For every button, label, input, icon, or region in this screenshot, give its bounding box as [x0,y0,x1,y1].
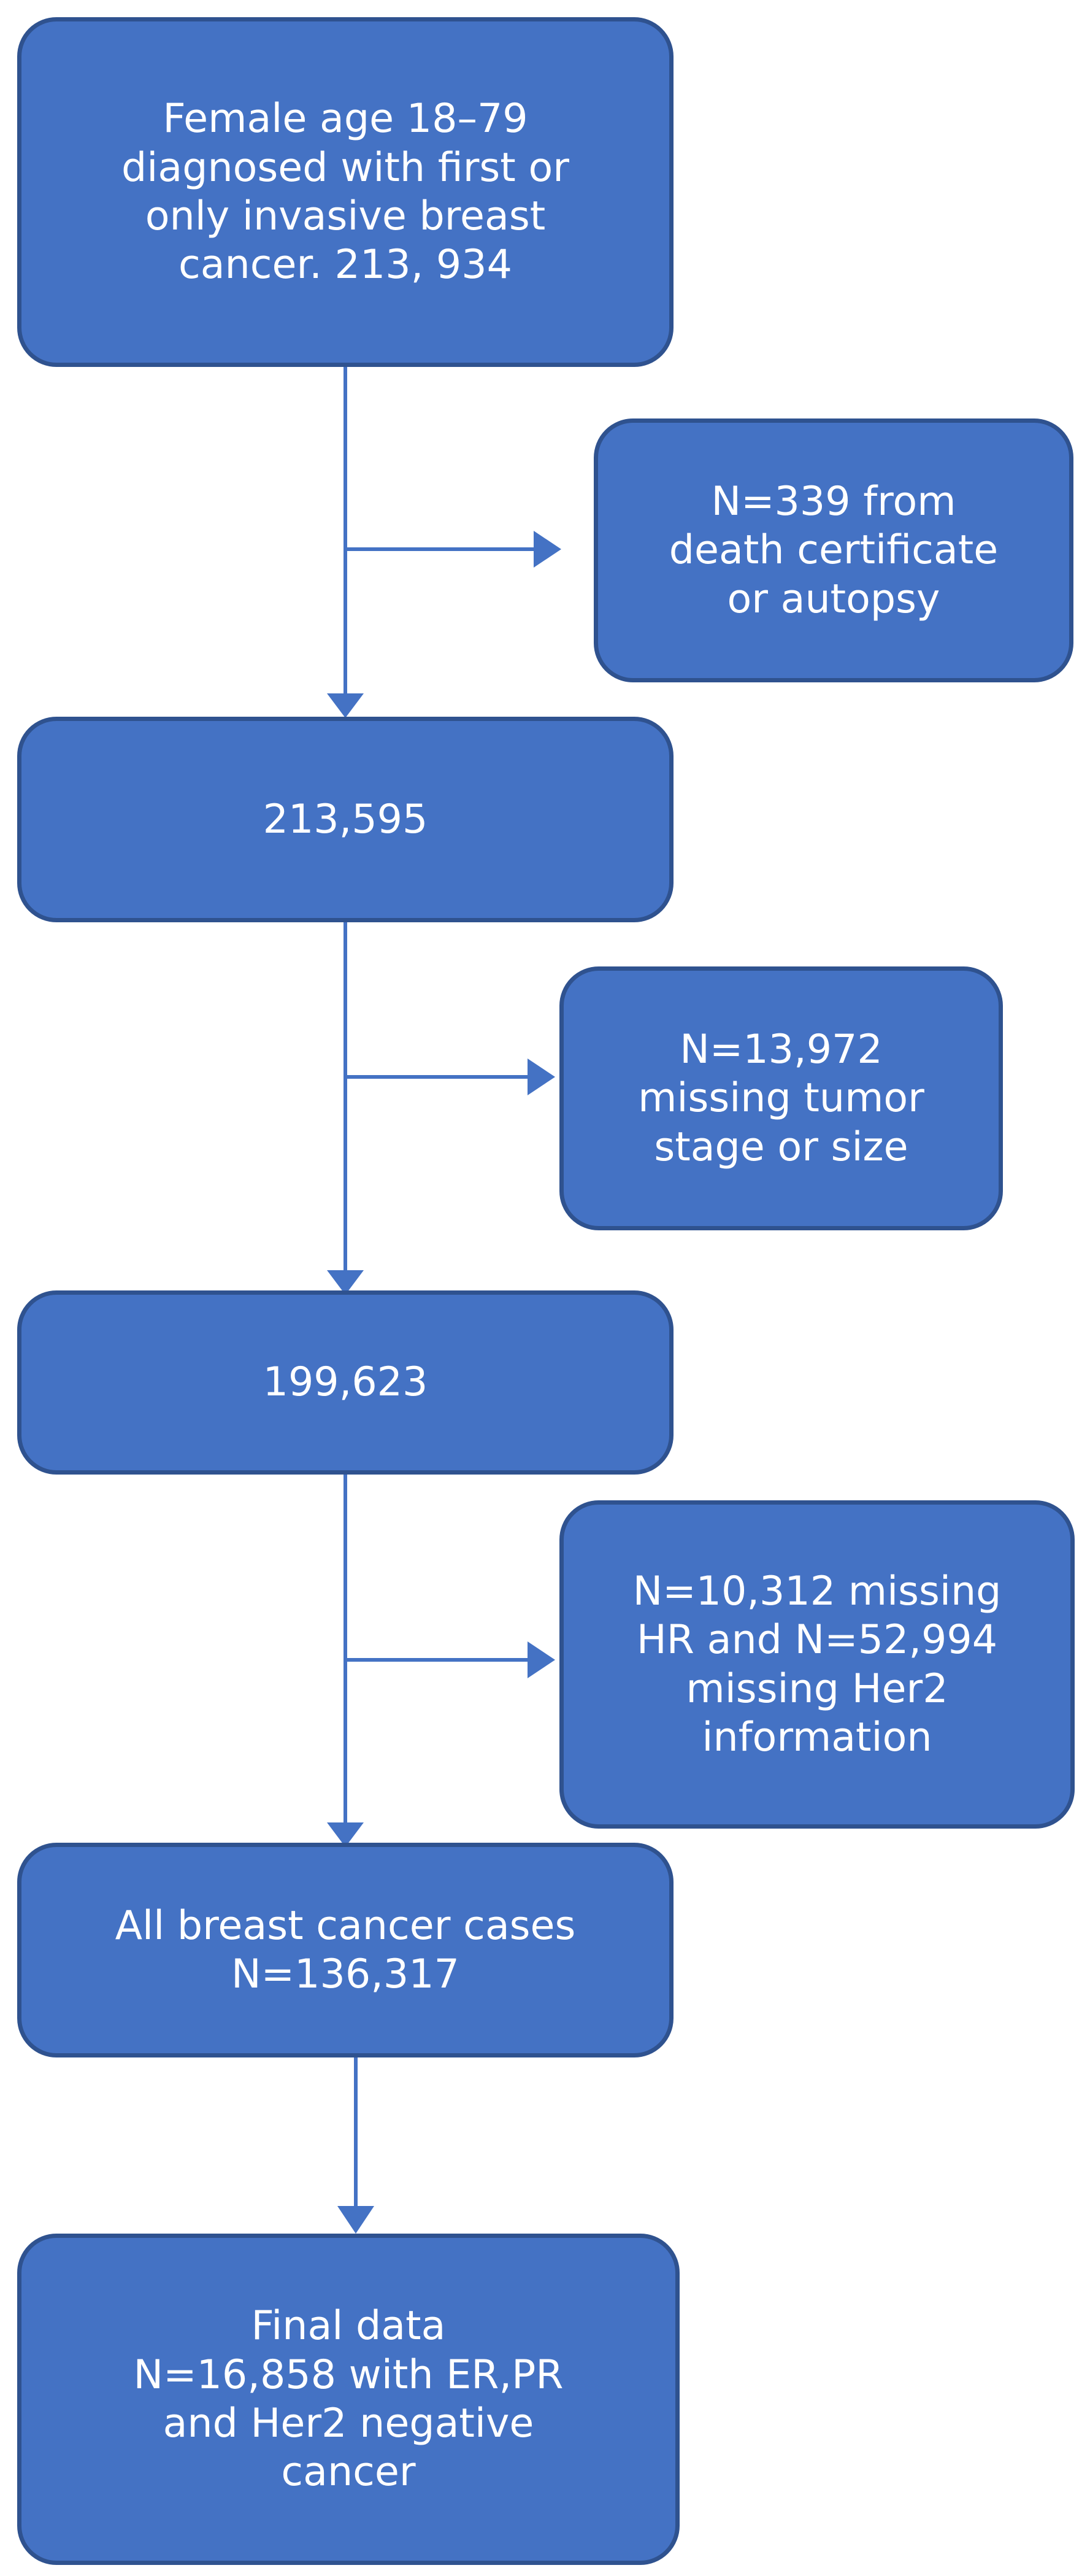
node-step2: 199,623 [17,1290,674,1475]
arrowhead-exclusion1 [534,531,561,568]
arrowhead-exclusion3 [528,1641,555,1678]
arrowhead-step3 [327,1822,364,1847]
node-exclusion2-label: N=13,972 missing tumor stage or size [638,1027,924,1170]
arrowhead-step1 [327,693,364,718]
node-start-label: Female age 18–79 diagnosed with first or… [121,96,569,288]
node-step3-label: All breast cancer cases N=136,317 [115,1902,576,1997]
node-exclusion1-label: N=339 from death certificate or autopsy [669,479,999,622]
arrowhead-exclusion2 [528,1059,555,1095]
node-step2-label: 199,623 [263,1359,428,1406]
arrowhead-step2 [327,1270,364,1295]
arrowhead-final [337,2206,374,2234]
node-final: Final data N=16,858 with ER,PR and Her2 … [17,2234,680,2565]
node-start: Female age 18–79 diagnosed with first or… [17,17,674,367]
node-exclusion3-label: N=10,312 missing HR and N=52,994 missing… [632,1568,1002,1760]
node-exclusion2: N=13,972 missing tumor stage or size [559,966,1003,1230]
node-exclusion1: N=339 from death certificate or autopsy [594,418,1073,682]
node-exclusion3: N=10,312 missing HR and N=52,994 missing… [559,1500,1075,1829]
node-step1-label: 213,595 [263,796,428,843]
node-step1: 213,595 [17,717,674,922]
node-step3: All breast cancer cases N=136,317 [17,1843,674,2057]
node-final-label: Final data N=16,858 with ER,PR and Her2 … [133,2303,564,2496]
